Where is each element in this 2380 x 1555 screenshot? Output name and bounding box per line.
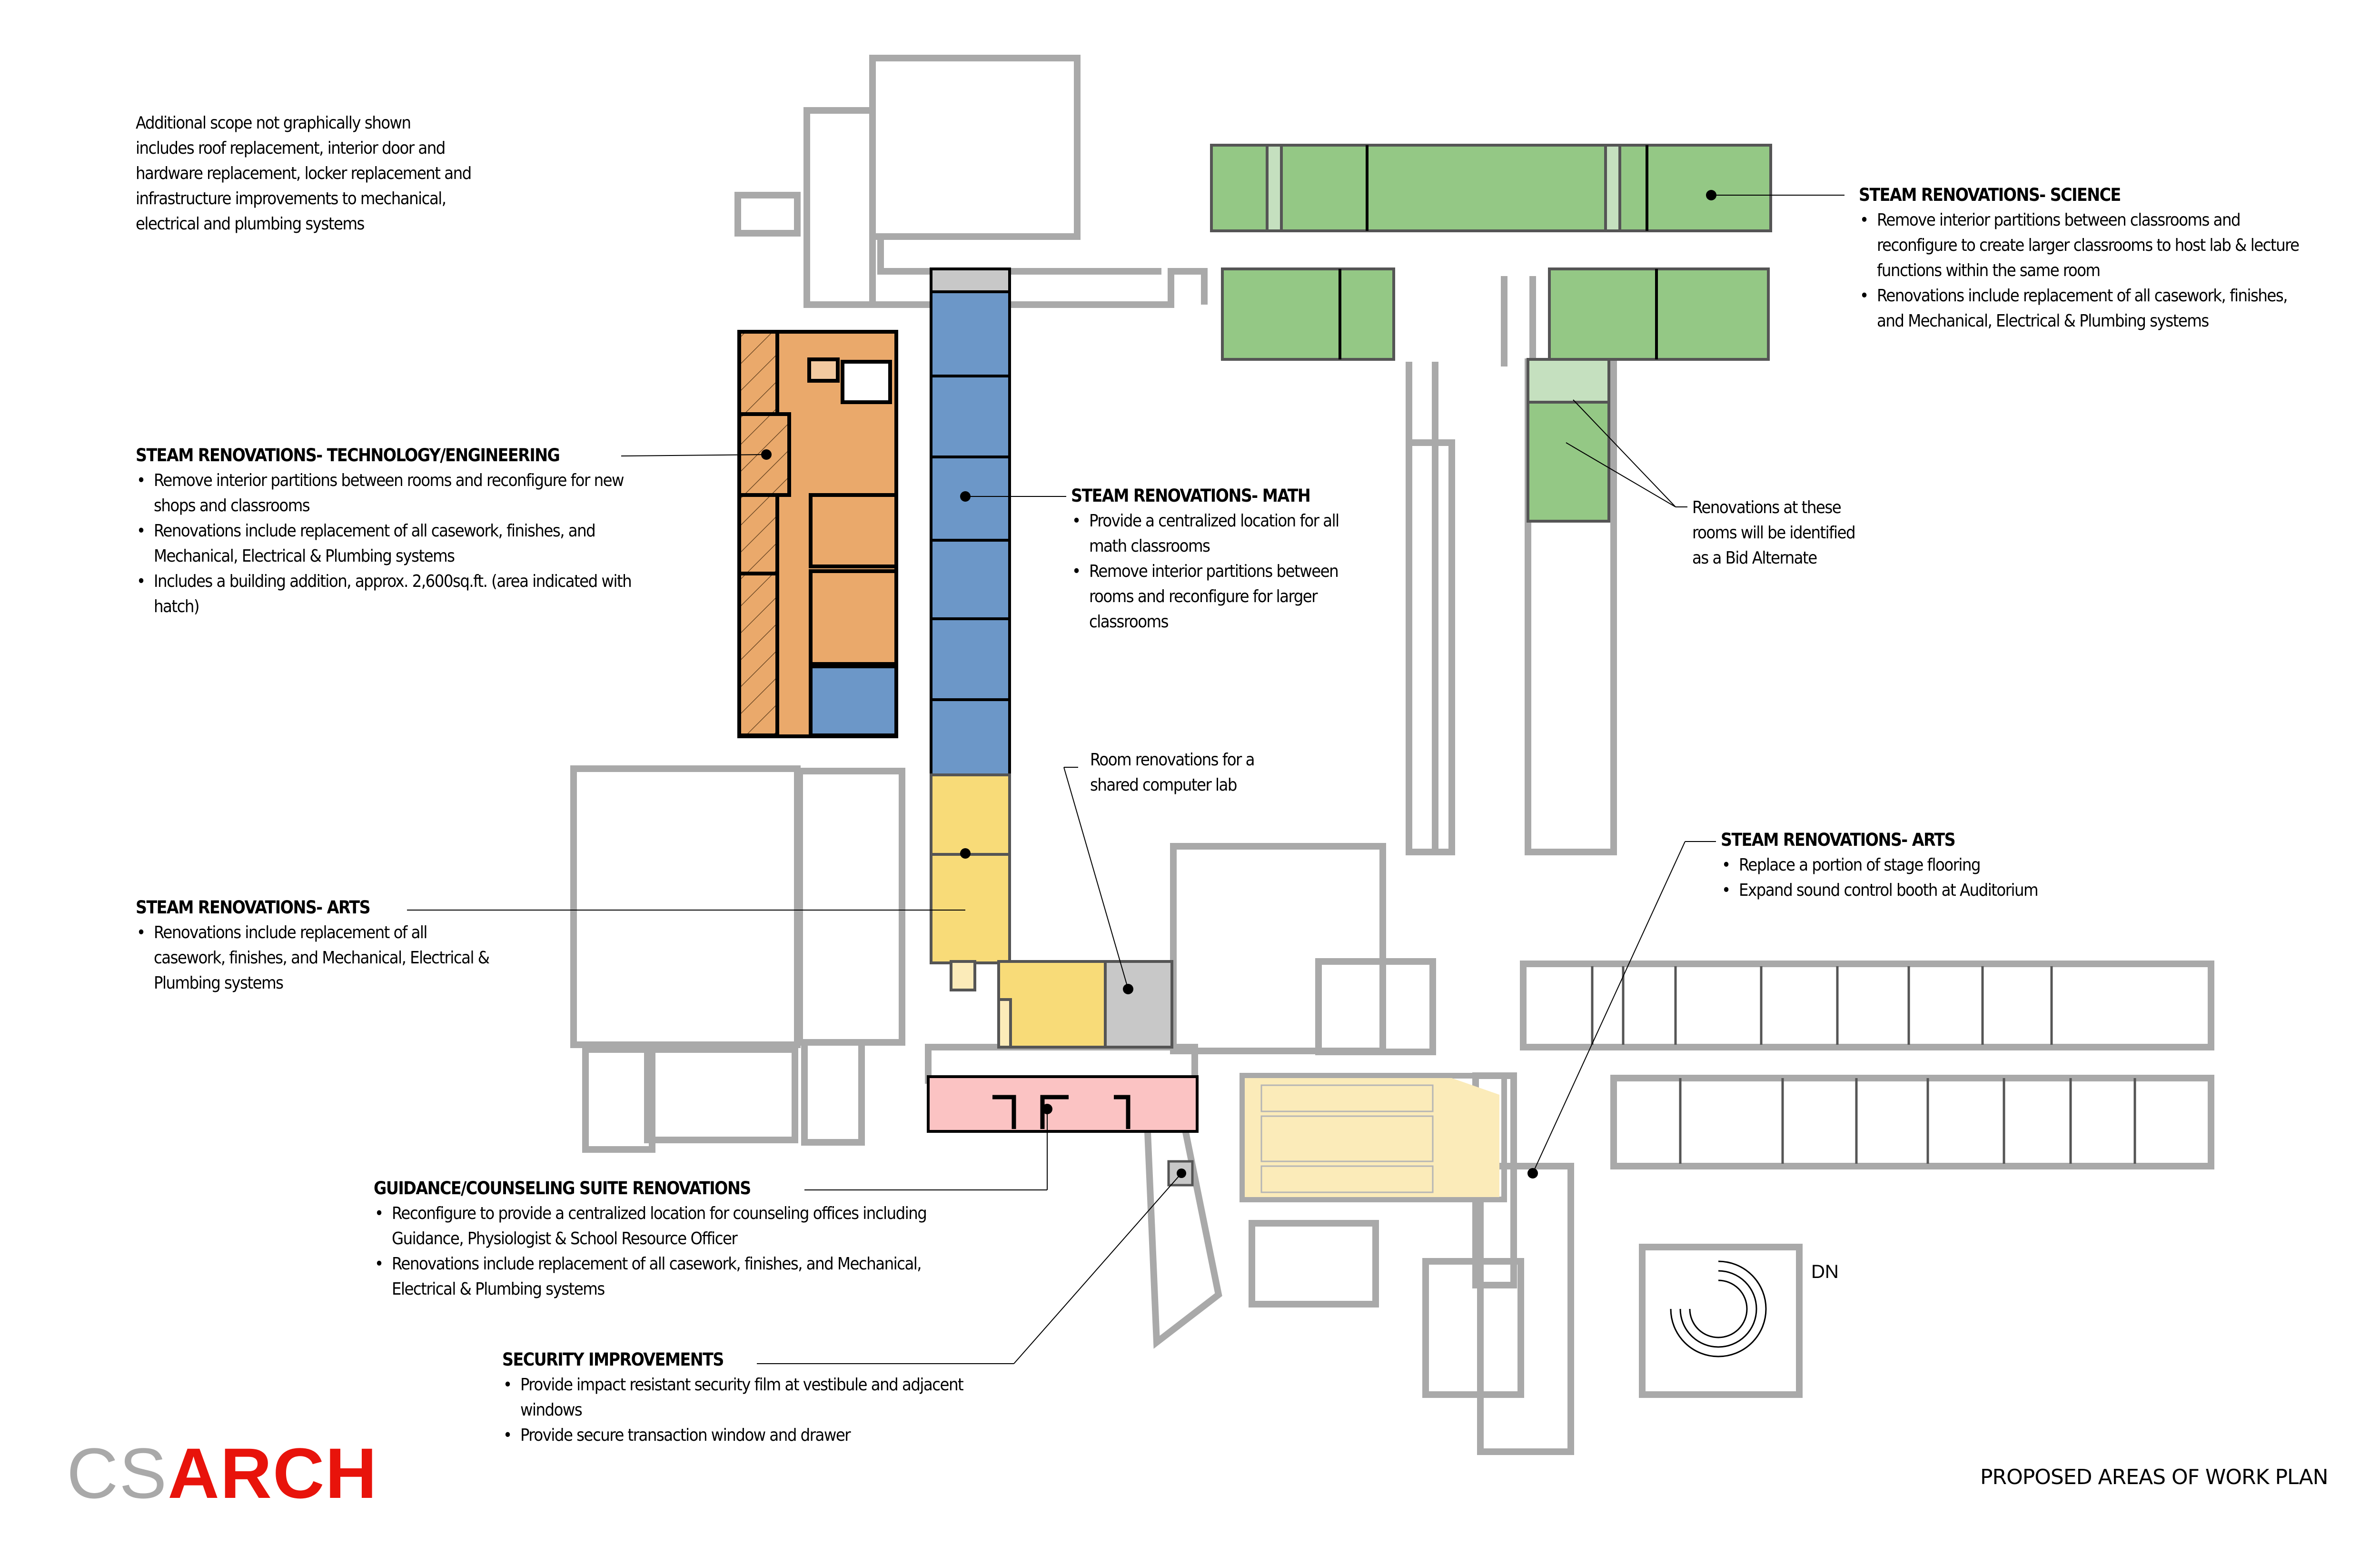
general-scope-note: Additional scope not graphically shown i… bbox=[136, 113, 472, 234]
callout-security-heading: SECURITY IMPROVEMENTS bbox=[502, 1349, 724, 1370]
science-area bbox=[1210, 144, 1772, 523]
callout-technology-bullet: Renovations include replacement of all c… bbox=[136, 518, 635, 569]
gym-block bbox=[869, 55, 1081, 240]
auditorium-area bbox=[1240, 1073, 1507, 1202]
callout-arts-right-bullet: Replace a portion of stage flooring bbox=[1721, 852, 2149, 878]
stair-down bbox=[1670, 1260, 1767, 1357]
callout-science-bullet: Renovations include replacement of all c… bbox=[1859, 283, 2316, 334]
callout-math: STEAM RENOVATIONS- MATH Provide a centra… bbox=[1071, 483, 1376, 634]
guidance-area bbox=[927, 1075, 1199, 1133]
east-wing-lower bbox=[1610, 1075, 2214, 1169]
callout-math-bullet: Remove interior partitions between rooms… bbox=[1071, 559, 1376, 634]
north-corridor bbox=[807, 268, 1208, 308]
callout-security-bullet: Provide secure transaction window and dr… bbox=[502, 1423, 969, 1448]
stair-room bbox=[1639, 1244, 1803, 1398]
callout-math-heading: STEAM RENOVATIONS- MATH bbox=[1071, 485, 1311, 506]
callout-guidance: GUIDANCE/COUNSELING SUITE RENOVATIONS Re… bbox=[374, 1176, 973, 1302]
callout-security-bullet: Provide impact resistant security film a… bbox=[502, 1372, 969, 1423]
callout-science-bullet: Remove interior partitions between class… bbox=[1859, 208, 2316, 283]
callout-technology: STEAM RENOVATIONS- TECHNOLOGY/ENGINEERIN… bbox=[136, 443, 635, 619]
callout-arts-right-heading: STEAM RENOVATIONS- ARTS bbox=[1721, 830, 1956, 850]
leader-lines bbox=[407, 195, 1844, 1364]
logo-arch: ARCH bbox=[168, 1433, 378, 1513]
callout-math-bullet: Provide a centralized location for all m… bbox=[1071, 508, 1376, 559]
east-wing-upper bbox=[1520, 961, 2214, 1050]
callout-arts-left: STEAM RENOVATIONS- ARTS Renovations incl… bbox=[136, 895, 497, 996]
arts-visual-area bbox=[930, 773, 1112, 1049]
callout-arts-right: STEAM RENOVATIONS- ARTS Replace a portio… bbox=[1721, 827, 2149, 903]
callout-guidance-bullet: Reconfigure to provide a centralized loc… bbox=[374, 1201, 973, 1251]
arts-left-callout-dot bbox=[960, 848, 971, 859]
callout-computer-lab: Room renovations for a shared computer l… bbox=[1090, 750, 1255, 795]
small-room-nw bbox=[734, 192, 801, 237]
logo-cs: CS bbox=[67, 1433, 168, 1513]
callout-guidance-heading: GUIDANCE/COUNSELING SUITE RENOVATIONS bbox=[374, 1178, 751, 1198]
south-annex bbox=[1477, 1163, 1574, 1455]
callout-arts-right-bullet: Expand sound control booth at Auditorium bbox=[1721, 878, 2149, 903]
computer-lab-area bbox=[1104, 960, 1173, 1049]
large-room-west bbox=[570, 765, 801, 1048]
callout-security: SECURITY IMPROVEMENTS Provide impact res… bbox=[502, 1347, 969, 1448]
callout-technology-bullet: Remove interior partitions between rooms… bbox=[136, 468, 635, 518]
callout-science-heading: STEAM RENOVATIONS- SCIENCE bbox=[1859, 185, 2121, 205]
callout-bid-alternate: Renovations at these rooms will be ident… bbox=[1692, 498, 1856, 568]
security-area bbox=[1167, 1160, 1194, 1187]
technology-area bbox=[737, 330, 898, 738]
csarch-logo: CSARCH bbox=[67, 1437, 378, 1509]
callout-guidance-bullet: Renovations include replacement of all c… bbox=[374, 1251, 973, 1302]
callout-technology-bullet: Includes a building addition, approx. 2,… bbox=[136, 569, 635, 619]
math-area bbox=[930, 267, 1011, 776]
callout-arts-left-bullet: Renovations include replacement of all c… bbox=[136, 920, 497, 996]
auditorium-seating bbox=[1260, 1084, 1434, 1193]
callout-arts-left-heading: STEAM RENOVATIONS- ARTS bbox=[136, 897, 371, 918]
north-west-wing bbox=[803, 107, 876, 308]
callout-science: STEAM RENOVATIONS- SCIENCE Remove interi… bbox=[1859, 182, 2316, 334]
stair-dn-label: DN bbox=[1811, 1261, 1839, 1282]
media-center bbox=[1170, 843, 1386, 1054]
sheet-title: PROPOSED AREAS OF WORK PLAN bbox=[1980, 1465, 2329, 1489]
callout-technology-heading: STEAM RENOVATIONS- TECHNOLOGY/ENGINEERIN… bbox=[136, 445, 560, 466]
